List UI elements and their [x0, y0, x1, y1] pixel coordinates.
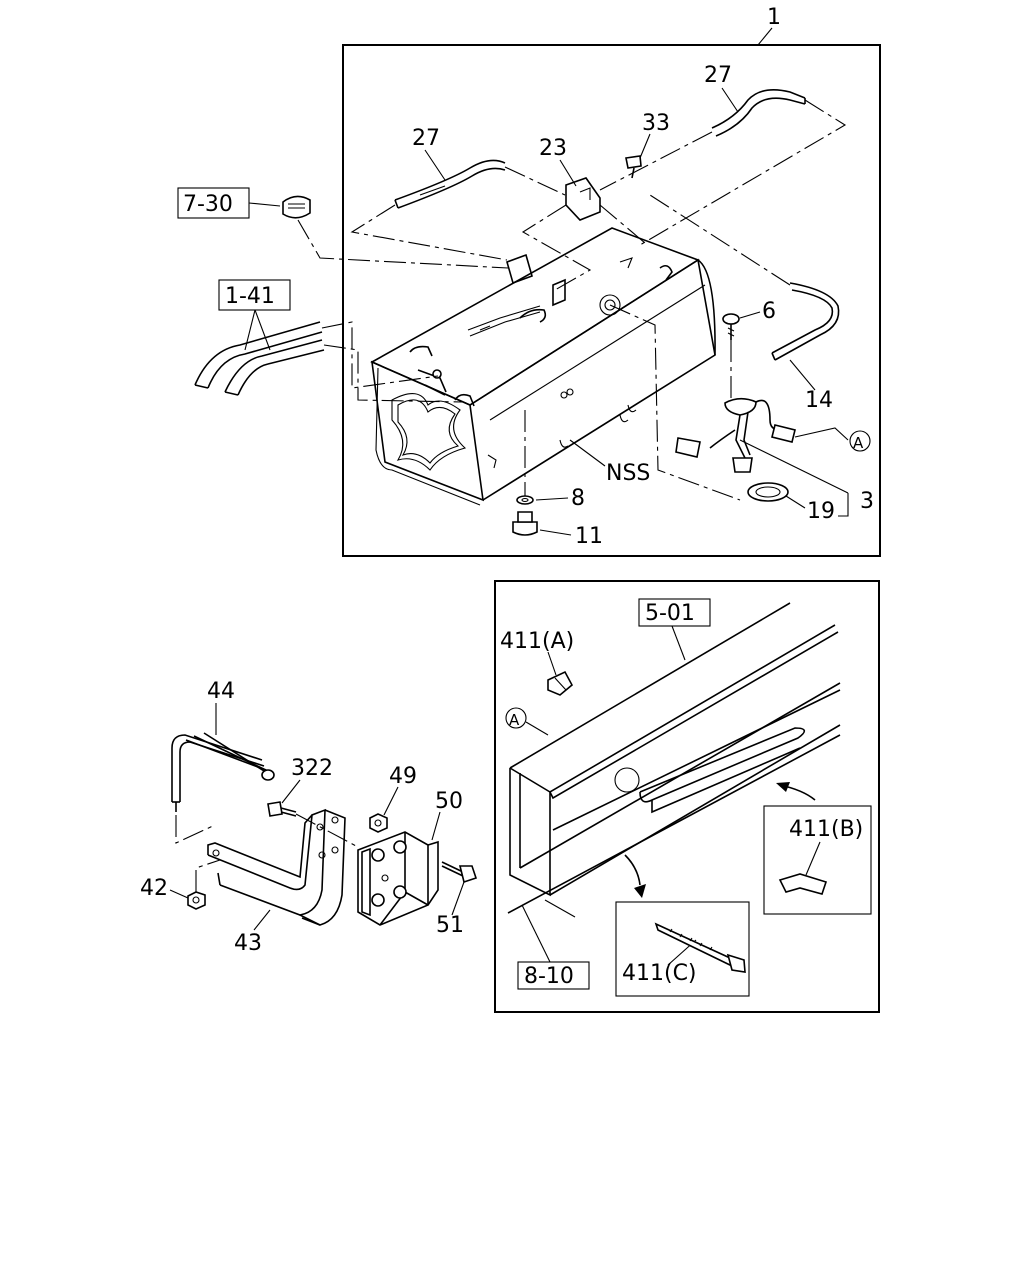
- hose-part-14: [771, 282, 840, 361]
- bolt-part-33: [625, 155, 642, 179]
- assembly-frame-main: [342, 44, 881, 557]
- cable-tie-part-411C: [654, 922, 746, 973]
- callout-411C: 411(C): [622, 961, 697, 986]
- washer-part-8: [516, 495, 534, 505]
- callout-nss: NSS: [606, 461, 650, 486]
- drain-plug-part-11: [512, 511, 538, 536]
- callout-A-detail: A: [509, 711, 520, 729]
- bracket-part-50: [357, 831, 439, 926]
- fuel-cap: [282, 195, 311, 219]
- ref-box-5-01: [638, 598, 711, 627]
- callout-A-circle-top: [849, 430, 871, 452]
- fuel-sender-part-3: [675, 397, 796, 473]
- ref-7-30: 7-30: [183, 192, 233, 217]
- callout-322: 322: [291, 756, 333, 781]
- callout-411B: 411(B): [789, 817, 863, 842]
- strap-part-44: [171, 732, 275, 812]
- callout-411A: 411(A): [500, 629, 574, 654]
- callout-51: 51: [436, 913, 464, 938]
- nut-part-42: [187, 891, 206, 910]
- hose-part-27-left: [394, 159, 506, 209]
- callout-8: 8: [571, 486, 585, 511]
- chassis-frame-rail: [509, 602, 841, 897]
- callout-42: 42: [140, 876, 168, 901]
- bolt-part-51: [441, 861, 478, 884]
- bracket-part-43: [207, 808, 346, 926]
- callout-33: 33: [642, 111, 670, 136]
- callout-49: 49: [389, 764, 417, 789]
- callout-23: 23: [539, 136, 567, 161]
- callout-27-left: 27: [412, 126, 440, 151]
- detail-frame: [494, 580, 880, 1013]
- bracket-part-23: [565, 177, 601, 221]
- callout-A-circle-detail: [505, 707, 527, 729]
- fuel-tank: [370, 227, 716, 506]
- callout-27-right: 27: [704, 63, 732, 88]
- callout-A-top: A: [853, 434, 864, 452]
- callout-11: 11: [575, 524, 603, 549]
- callout-6: 6: [762, 299, 776, 324]
- bolt-part-322: [267, 801, 297, 817]
- callout-44: 44: [207, 679, 235, 704]
- callout-3: 3: [860, 489, 874, 514]
- callout-14: 14: [805, 388, 833, 413]
- screw-part-6: [722, 313, 740, 340]
- inset-box-411B: [763, 805, 872, 915]
- ref-8-10: 8-10: [524, 964, 574, 989]
- callout-50: 50: [435, 789, 463, 814]
- ref-box-8-10: [517, 961, 590, 990]
- gasket-part-19: [747, 482, 789, 502]
- ref-5-01: 5-01: [645, 601, 695, 626]
- callout-19: 19: [807, 499, 835, 524]
- callout-1: 1: [767, 5, 781, 30]
- clip-part-411A: [547, 670, 574, 696]
- callout-43: 43: [234, 931, 262, 956]
- inset-box-411C: [615, 901, 750, 997]
- sender-mount: [599, 294, 621, 316]
- nut-part-49: [369, 813, 388, 833]
- hose-part-27-right: [711, 89, 806, 137]
- ref-1-41: 1-41: [225, 284, 275, 309]
- external-hoses: [194, 321, 325, 396]
- clip-part-411B: [778, 873, 828, 895]
